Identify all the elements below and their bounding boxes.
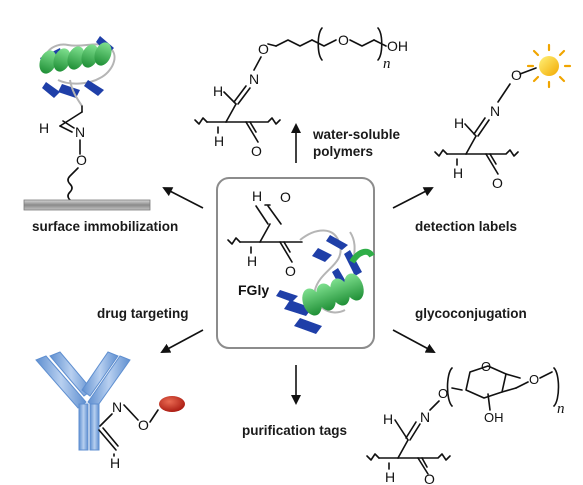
atom-o-oxime-top: O xyxy=(258,41,269,57)
fgly-structure: H O H N O FGly xyxy=(227,188,303,298)
peg-conjugate-structure: O OH n O N H H O xyxy=(194,27,408,159)
atom-h-amide: H xyxy=(247,253,257,269)
label-surface-immobilization: surface immobilization xyxy=(32,219,178,234)
atom-h-surface: H xyxy=(39,120,49,136)
atom-h-amide-detect: H xyxy=(453,165,463,181)
arrow-right-top xyxy=(392,187,434,209)
atom-o-drug: O xyxy=(138,417,149,433)
atom-oh-glycan: OH xyxy=(484,410,504,425)
drug-ellipse-icon xyxy=(159,396,185,412)
atom-o-detect: O xyxy=(511,67,522,83)
repeat-n-glycan: n xyxy=(557,401,565,417)
atom-n-drug: N xyxy=(112,399,122,415)
label-water-soluble: water-soluble xyxy=(312,127,401,142)
sun-icon xyxy=(526,43,572,89)
arrow-right-bottom xyxy=(392,329,436,353)
atom-o-aldehyde: O xyxy=(280,189,291,205)
atom-n-detect: N xyxy=(490,103,500,119)
atom-o-peg: O xyxy=(338,32,349,48)
detection-label-structure: O N H H O xyxy=(434,67,537,191)
atom-h-drug: H xyxy=(110,455,120,471)
atom-oh-peg: OH xyxy=(387,38,408,54)
repeat-n-peg: n xyxy=(383,56,391,72)
atom-o-carbonyl-glycan: O xyxy=(424,471,435,485)
atom-o-surface: O xyxy=(76,152,87,168)
protein-ribbon-icon xyxy=(39,36,116,107)
surface-linker-structure: H N O xyxy=(39,105,87,201)
fgly-label: FGly xyxy=(238,282,269,298)
arrow-left-bottom xyxy=(160,329,204,353)
atom-h-aldehyde: H xyxy=(252,188,262,204)
arrow-left-top xyxy=(162,187,204,209)
label-drug-targeting: drug targeting xyxy=(97,306,189,321)
label-detection-labels: detection labels xyxy=(415,219,517,234)
atom-n-glycan: N xyxy=(420,409,430,425)
drug-linker-structure: H N O xyxy=(98,399,159,471)
label-polymers: polymers xyxy=(313,144,373,159)
atom-o-oxime-glycan: O xyxy=(438,386,448,401)
atom-h-top: H xyxy=(213,83,223,99)
atom-h-amide-glycan: H xyxy=(385,469,395,485)
atom-o-carbonyl: O xyxy=(285,263,296,279)
atom-h-glycan: H xyxy=(383,411,393,427)
atom-h-detect: H xyxy=(454,115,464,131)
atom-o-carbonyl-detect: O xyxy=(492,175,503,191)
label-glycoconjugation: glycoconjugation xyxy=(415,306,527,321)
atom-n-oxime-top: N xyxy=(249,71,259,87)
atom-o-carbonyl-top: O xyxy=(251,143,262,159)
glycan-structure: O OH O n O N H H O xyxy=(366,359,565,485)
antibody-icon xyxy=(35,351,131,451)
atom-o-glycosidic: O xyxy=(529,372,539,387)
label-purification-tags: purification tags xyxy=(242,423,347,438)
atom-n-surface: N xyxy=(75,124,85,140)
surface-bar-icon xyxy=(23,199,151,211)
atom-o-ring: O xyxy=(481,359,491,374)
protein-ribbon-icon xyxy=(276,229,375,334)
atom-h-amide-top: H xyxy=(214,133,224,149)
